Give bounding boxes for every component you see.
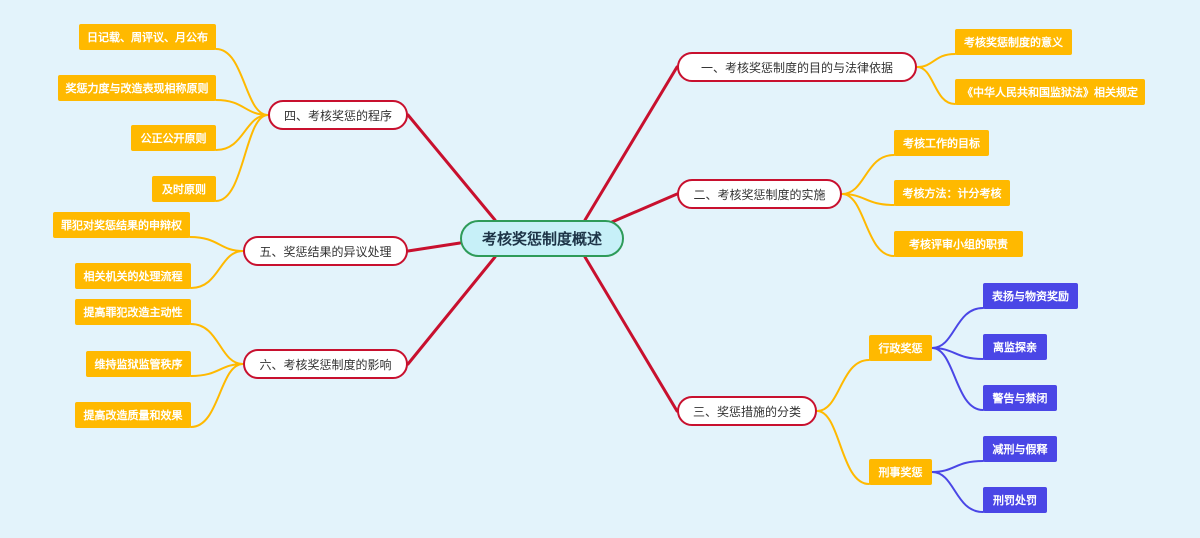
sub-warning-confinement[interactable]: 警告与禁闭: [983, 385, 1057, 411]
leaf-review-panel-duties[interactable]: 考核评审小组的职责: [894, 231, 1023, 257]
link-g2-0: [931, 460, 984, 473]
link-b3-1: [816, 410, 870, 485]
sub-praise-reward[interactable]: 表扬与物资奖励: [983, 283, 1078, 309]
sub-criminal-penalty[interactable]: 刑罚处罚: [983, 487, 1047, 513]
link-g1-2: [931, 347, 984, 411]
link-b1-0: [916, 53, 956, 68]
root-link-branch-measure-categories: [583, 255, 679, 413]
branch-objection-handling[interactable]: 五、奖惩结果的异议处理: [243, 236, 408, 266]
leaf-assessment-goal[interactable]: 考核工作的目标: [894, 130, 989, 156]
leaf-fairness-principle[interactable]: 公正公开原则: [131, 125, 216, 151]
root-link-branch-purpose-legal-basis: [583, 65, 679, 222]
leaf-handling-process[interactable]: 相关机关的处理流程: [75, 263, 191, 289]
link-b4-3: [215, 114, 269, 202]
link-b1-1: [916, 66, 956, 105]
group-administrative[interactable]: 行政奖惩: [869, 335, 932, 361]
sub-home-leave[interactable]: 离监探亲: [983, 334, 1047, 360]
leaf-right-to-defend[interactable]: 罪犯对奖惩结果的申辩权: [53, 212, 190, 238]
link-b2-2: [841, 193, 895, 257]
branch-procedure[interactable]: 四、考核奖惩的程序: [268, 100, 408, 130]
link-b5-0: [189, 236, 244, 252]
link-b2-0: [841, 154, 895, 195]
link-b4-2: [215, 114, 269, 151]
leaf-order[interactable]: 维持监狱监管秩序: [86, 351, 191, 377]
link-b6-0: [190, 323, 244, 365]
link-b4-1: [215, 99, 269, 116]
leaf-assessment-method[interactable]: 考核方法：计分考核: [894, 180, 1010, 206]
link-g1-0: [931, 307, 984, 349]
branch-measure-categories[interactable]: 三、奖惩措施的分类: [677, 396, 817, 426]
root-link-branch-objection-handling: [406, 241, 462, 253]
branch-purpose-legal-basis[interactable]: 一、考核奖惩制度的目的与法律依据: [677, 52, 917, 82]
link-b3-0: [816, 359, 870, 412]
root-topic[interactable]: 考核奖惩制度概述: [460, 220, 624, 257]
leaf-initiative[interactable]: 提高罪犯改造主动性: [75, 299, 191, 325]
root-link-branch-impact: [406, 255, 497, 366]
leaf-prison-law[interactable]: 《中华人民共和国监狱法》相关规定: [955, 79, 1145, 105]
sub-commutation-parole[interactable]: 减刑与假释: [983, 436, 1057, 462]
leaf-daily-weekly-monthly[interactable]: 日记载、周评议、月公布: [79, 24, 216, 50]
leaf-quality[interactable]: 提高改造质量和效果: [75, 402, 191, 428]
branch-impact[interactable]: 六、考核奖惩制度的影响: [243, 349, 408, 379]
leaf-proportionality-principle[interactable]: 奖惩力度与改造表现相称原则: [58, 75, 216, 101]
link-b5-1: [190, 250, 244, 289]
group-criminal[interactable]: 刑事奖惩: [869, 459, 932, 485]
link-g2-1: [931, 471, 984, 513]
leaf-significance[interactable]: 考核奖惩制度的意义: [955, 29, 1072, 55]
link-b6-2: [190, 363, 244, 428]
branch-implementation[interactable]: 二、考核奖惩制度的实施: [677, 179, 842, 209]
root-link-branch-procedure: [406, 113, 497, 222]
link-b4-0: [215, 48, 269, 116]
root-link-branch-implementation: [610, 192, 679, 224]
leaf-timeliness-principle[interactable]: 及时原则: [152, 176, 216, 202]
